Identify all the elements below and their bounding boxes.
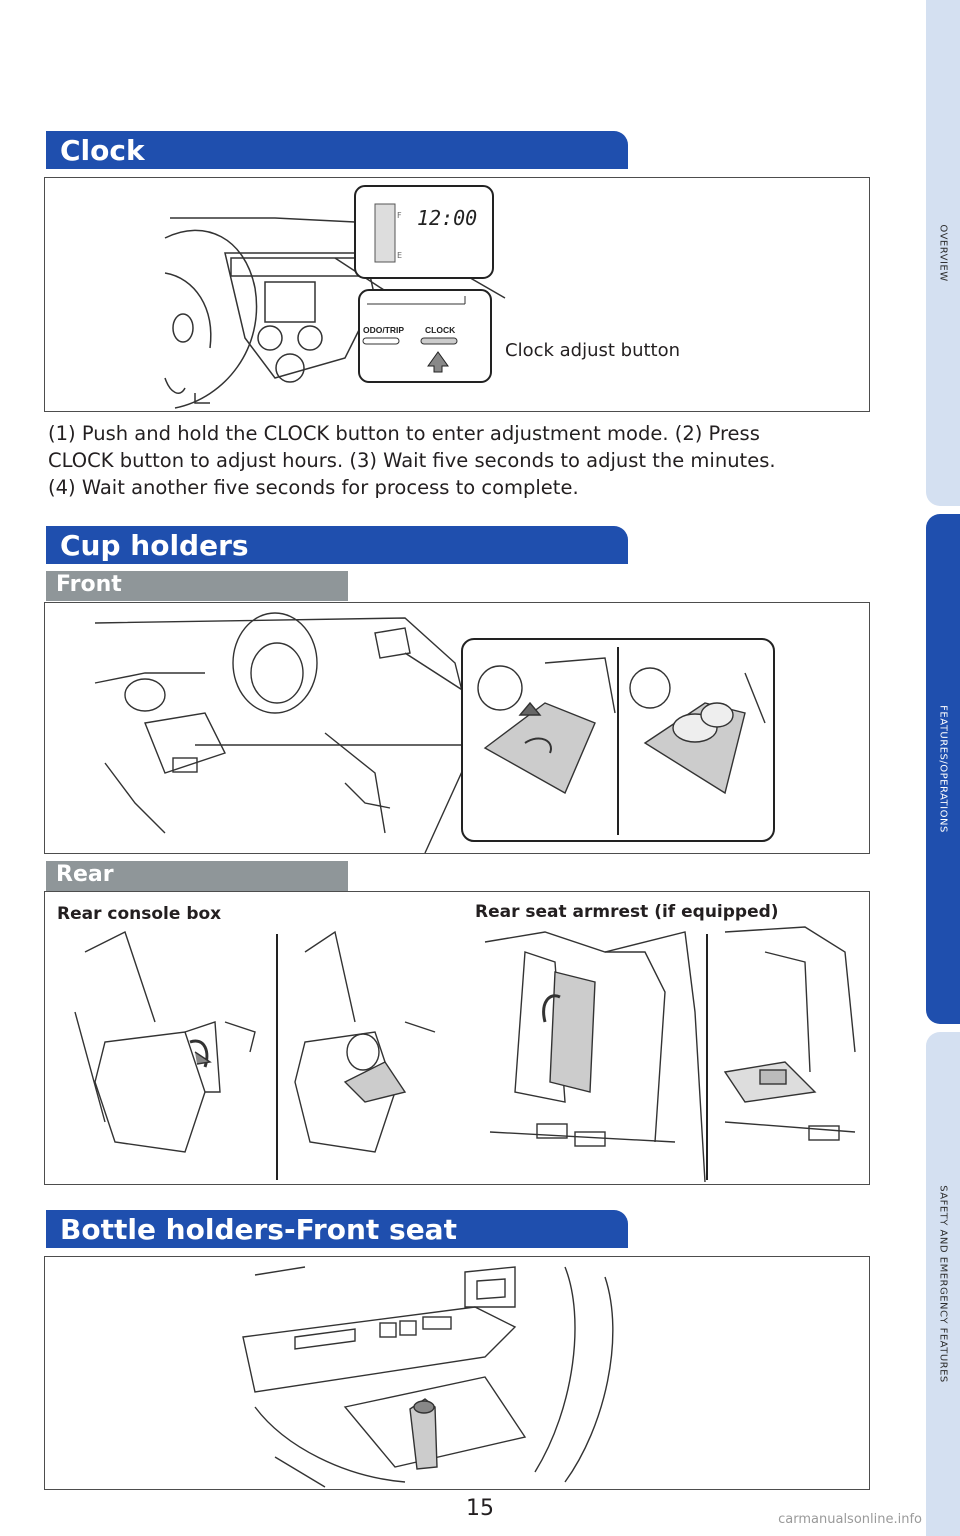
tab-safety[interactable]: SAFETY AND EMERGENCY FEATURES <box>926 1032 960 1536</box>
clock-instructions: (1) Push and hold the CLOCK button to en… <box>48 420 878 501</box>
rear-cupholder-frame: Rear console box Rear seat armrest (if e… <box>44 891 870 1185</box>
rear-armrest-caption: Rear seat armrest (if equipped) <box>475 902 779 922</box>
tab-features-label: FEATURES/OPERATIONS <box>937 705 949 833</box>
rear-console-caption: Rear console box <box>57 904 222 924</box>
clock-button-label: CLOCK <box>425 325 456 335</box>
rear-cupholder-illustration <box>74 926 856 1183</box>
tab-overview-label: OVERVIEW <box>937 224 949 282</box>
watermark: carmanualsonline.info <box>778 1512 922 1527</box>
svg-text:E: E <box>397 251 402 260</box>
odo-trip-label: ODO/TRIP <box>363 325 404 335</box>
clock-section-header: Clock <box>46 131 628 169</box>
clock-dashboard-illustration: 12:00 F E ODO/TRIP CLOCK <box>164 185 506 409</box>
rear-subheader: Rear <box>46 861 348 891</box>
tab-overview[interactable]: OVERVIEW <box>926 0 960 506</box>
front-subheader: Front <box>46 571 348 601</box>
bottle-holder-illustration <box>242 1266 614 1488</box>
instruction-line: (4) Wait another five seconds for proces… <box>48 476 579 499</box>
tab-features-operations[interactable]: FEATURES/OPERATIONS <box>926 514 960 1024</box>
clock-illustration-frame: 12:00 F E ODO/TRIP CLOCK Clock adjust bu… <box>44 177 870 412</box>
front-cupholder-frame <box>44 602 870 854</box>
bottle-holders-section-header: Bottle holders-Front seat <box>46 1210 628 1248</box>
tab-safety-label: SAFETY AND EMERGENCY FEATURES <box>937 1185 949 1383</box>
svg-text:F: F <box>397 211 402 220</box>
cup-holders-section-header: Cup holders <box>46 526 628 564</box>
instruction-line: (1) Push and hold the CLOCK button to en… <box>48 422 760 445</box>
arrow-up-icon <box>427 351 449 373</box>
front-cupholder-illustration <box>94 612 775 853</box>
bottle-holder-frame <box>44 1256 870 1490</box>
clock-display-time: 12:00 <box>417 206 477 230</box>
instruction-line: CLOCK button to adjust hours. (3) Wait f… <box>48 449 776 472</box>
page-number: 15 <box>466 1496 494 1521</box>
clock-adjust-caption: Clock adjust button <box>505 340 681 361</box>
